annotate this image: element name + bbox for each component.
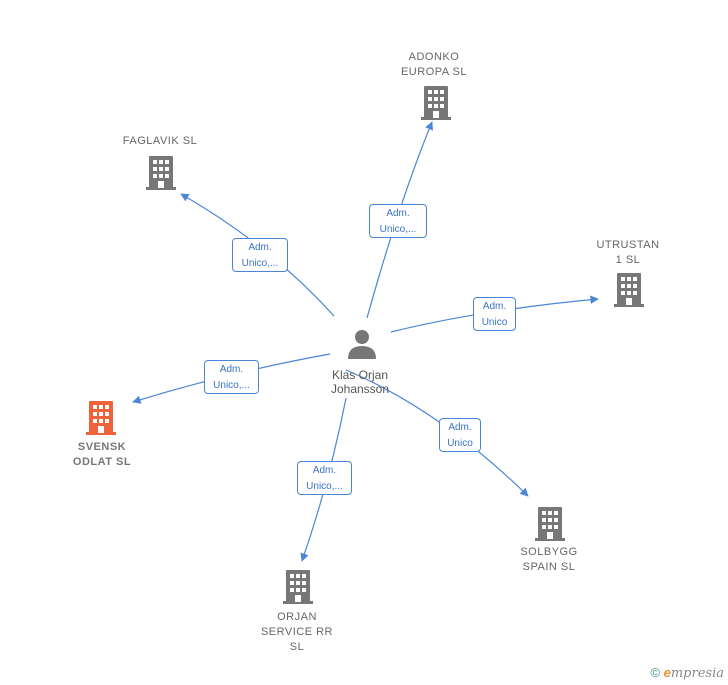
building-icon-solbygg[interactable]: [535, 507, 565, 541]
company-label-svensk[interactable]: SVENSK ODLAT SL: [72, 441, 132, 468]
edge-label-adonko[interactable]: Adm. Unico,...: [369, 204, 427, 238]
copyright-icon: ©: [650, 665, 660, 680]
company-label-orjan[interactable]: ORJAN SERVICE RR SL: [260, 611, 334, 653]
building-icon-utrustan[interactable]: [614, 273, 644, 307]
company-label-faglavik[interactable]: FAGLAVIK SL: [122, 135, 198, 147]
company-label-adonko[interactable]: ADONKO EUROPA SL: [400, 51, 468, 78]
edge-label-svensk[interactable]: Adm. Unico,...: [204, 360, 259, 394]
company-label-solbygg[interactable]: SOLBYGG SPAIN SL: [520, 546, 578, 573]
person-name[interactable]: Klas Orjan Johansson: [330, 368, 390, 396]
brand-name: mpresia: [670, 666, 724, 681]
building-icon-faglavik[interactable]: [146, 156, 176, 190]
building-icon-orjan[interactable]: [283, 570, 313, 604]
edge-label-faglavik[interactable]: Adm. Unico,...: [232, 238, 288, 272]
edge-solbygg: [345, 369, 529, 497]
footer-brand: © empresia: [650, 665, 724, 681]
brand-initial: e: [663, 665, 671, 680]
edge-label-solbygg[interactable]: Adm. Unico: [439, 418, 481, 452]
person-icon[interactable]: [348, 330, 376, 359]
building-icon-adonko[interactable]: [421, 86, 451, 120]
edge-label-orjan[interactable]: Adm. Unico,...: [297, 461, 352, 495]
building-icon-svensk[interactable]: [86, 401, 116, 435]
edge-label-utrustan[interactable]: Adm. Unico: [473, 297, 516, 331]
company-label-utrustan[interactable]: UTRUSTAN 1 SL: [596, 239, 660, 266]
